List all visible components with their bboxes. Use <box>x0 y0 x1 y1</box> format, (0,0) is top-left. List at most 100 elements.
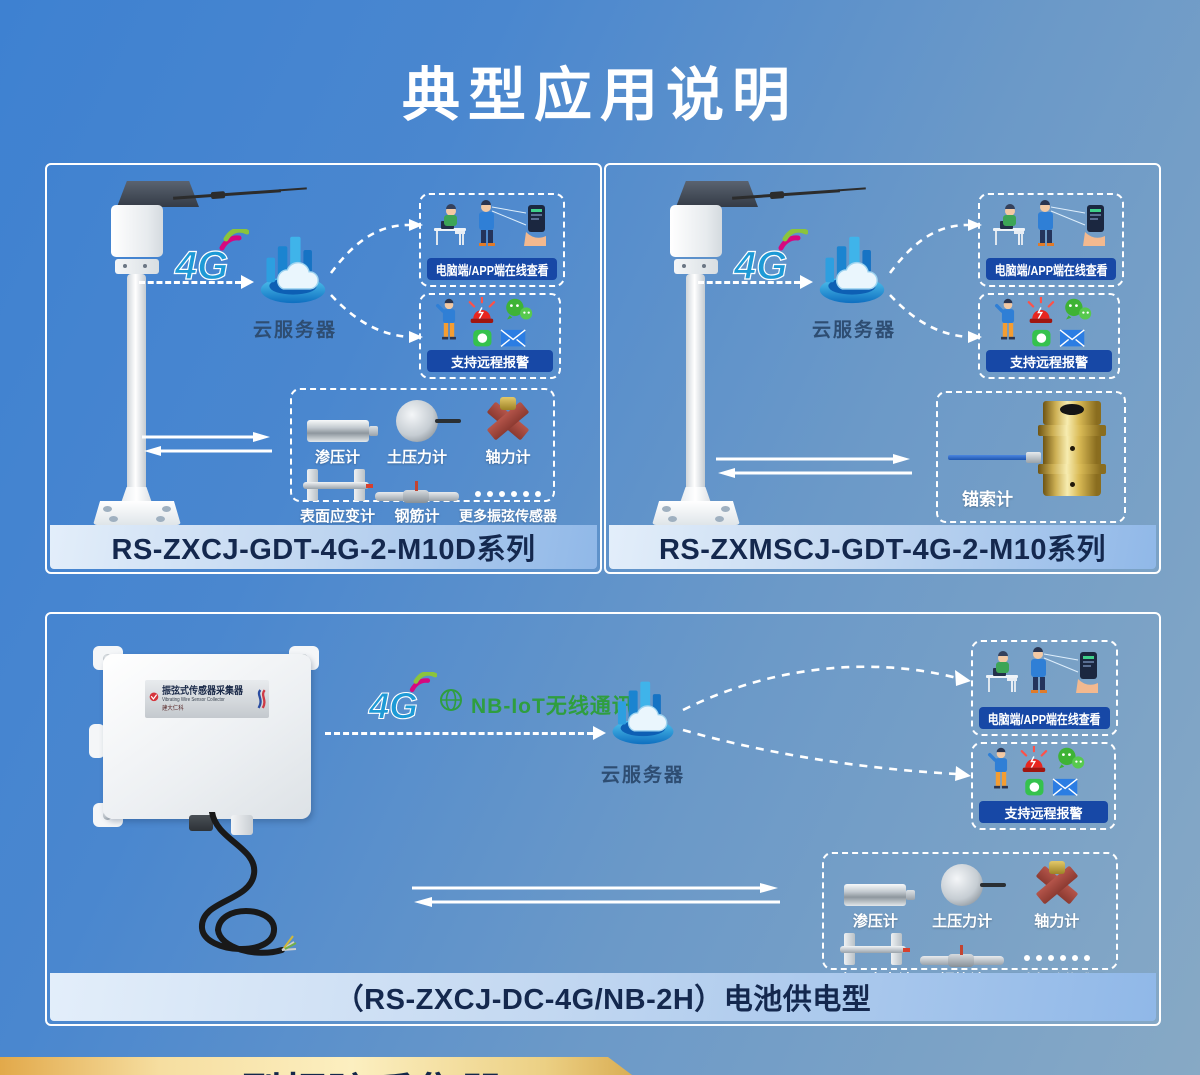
axial-force-gauge-icon <box>1033 860 1081 906</box>
label-wave-decoration <box>257 689 266 709</box>
wechat-icon <box>506 298 533 320</box>
alarm-illustration <box>995 297 1092 347</box>
alarm-light-icon <box>468 297 496 323</box>
series-label: （RS-ZXCJ-DC-4G/NB-2H）电池供电型 <box>50 973 1156 1021</box>
pc-app-label: 电脑端/APP端在线查看 <box>427 258 557 280</box>
anchor-sensor-label: 锚索计 <box>962 490 1013 509</box>
wechat-icon <box>1065 298 1092 320</box>
seepage-gauge-icon <box>306 420 378 442</box>
alarm-label: 支持远程报警 <box>986 350 1112 372</box>
pc-app-label: 电脑端/APP端在线查看 <box>986 258 1116 280</box>
alarm-box: 支持远程报警 <box>419 293 561 379</box>
dashed-arrow <box>325 732 593 735</box>
exchange-arrows <box>142 432 272 456</box>
alarm-box: 支持远程报警 <box>978 293 1120 379</box>
device-title: 振弦式传感器采集器 <box>161 685 243 697</box>
nbiot-label: NB-IoT无线通讯 <box>471 695 634 718</box>
sensor-item: 轴力计 <box>459 396 557 469</box>
people-viewing-illustration <box>986 647 1098 693</box>
section-ribbon: D型振弦采集器 <box>0 1057 632 1075</box>
strain-gauge-icon <box>302 469 373 501</box>
curved-arrows <box>329 219 423 343</box>
more-dots-icon <box>475 491 542 497</box>
strain-gauge-icon <box>840 933 911 965</box>
sensor-item: 渗压计 <box>832 860 919 933</box>
seepage-gauge-icon <box>844 884 916 906</box>
anchor-sensor-box: 锚索计 <box>936 391 1126 523</box>
mail-icon <box>1059 329 1085 347</box>
rebar-gauge-icon <box>920 945 1005 967</box>
series-label: RS-ZXMSCJ-GDT-4G-2-M10系列 <box>609 525 1156 569</box>
more-dots-icon <box>1023 955 1090 961</box>
device-head <box>111 205 163 257</box>
message-icon <box>1032 329 1051 347</box>
globe-icon <box>440 689 462 711</box>
device-subtitle: Vibrating Wire Sensor Collector <box>161 696 225 703</box>
sensor-item: 渗压计 <box>300 396 378 469</box>
dashed-arrow <box>698 281 800 284</box>
brand-logo-icon <box>149 692 159 702</box>
pc-app-box: 电脑端/APP端在线查看 <box>978 193 1124 287</box>
device-label: 振弦式传感器采集器 Vibrating Wire Sensor Collecto… <box>145 680 269 718</box>
sensor-item: 钢筋计 <box>375 469 460 528</box>
message-icon <box>473 329 492 347</box>
earth-pressure-gauge-icon <box>396 400 462 442</box>
alarm-label: 支持远程报警 <box>427 350 553 372</box>
4g-icon: 4G <box>173 229 249 287</box>
panel-battery-collector: 振弦式传感器采集器 Vibrating Wire Sensor Collecto… <box>45 612 1161 1026</box>
pole-collector-device <box>628 179 853 527</box>
base-plate <box>652 501 740 525</box>
device-head <box>670 205 722 257</box>
sensor-item: 土压力计 <box>919 860 1007 933</box>
svg-text:4G: 4G <box>174 244 228 287</box>
people-viewing-illustration <box>434 200 546 246</box>
cloud-server-label: 云服务器 <box>811 320 896 341</box>
page-title: 典型应用说明 <box>401 63 798 128</box>
4g-icon: 4G <box>732 229 808 287</box>
earth-pressure-gauge-icon <box>941 864 1007 906</box>
sensor-item: 表面应变计 <box>300 469 375 528</box>
pc-app-box: 电脑端/APP端在线查看 <box>971 640 1118 736</box>
sensor-item: 轴力计 <box>1006 860 1108 933</box>
brand-name: 建大仁科 <box>161 705 184 712</box>
cloud-server-label: 云服务器 <box>600 765 685 786</box>
svg-text:4G: 4G <box>368 685 418 726</box>
rebar-gauge-icon <box>375 481 460 503</box>
anchor-cable-gauge-icon <box>1038 401 1106 496</box>
sensor-item: 更多振弦传感器 <box>459 469 557 528</box>
cloud-server-icon <box>819 236 885 304</box>
panel-pole-4g: 4G 云服务器 <box>45 163 602 574</box>
sensors-box: 渗压计 土压力计 轴力计 表面应变计 钢筋计 更多振弦传感器 <box>822 852 1118 989</box>
base-plate <box>93 501 181 525</box>
exchange-arrows <box>412 883 780 907</box>
wechat-icon <box>1058 747 1085 769</box>
pc-app-label: 电脑端/APP端在线查看 <box>979 707 1110 729</box>
solar-panel <box>676 181 758 207</box>
cloud-server-label: 云服务器 <box>252 320 337 341</box>
mail-icon <box>1052 778 1078 796</box>
axial-force-gauge-icon <box>484 396 532 442</box>
pole-mast <box>686 274 705 496</box>
4g-icon: 4G <box>367 672 437 726</box>
alarm-illustration <box>988 746 1085 796</box>
mail-icon <box>500 329 526 347</box>
people-viewing-illustration <box>993 200 1105 246</box>
curved-arrows <box>888 219 982 343</box>
cloud-server-icon <box>612 681 674 745</box>
section-ribbon-text: D型振弦采集器 <box>208 1060 504 1075</box>
message-icon <box>1025 778 1044 796</box>
alarm-light-icon <box>1027 297 1055 323</box>
sensor-item: 土压力计 <box>375 396 462 469</box>
sensors-box: 渗压计 土压力计 轴力计 表面应变计 钢筋计 更多振弦传感器 <box>290 388 557 525</box>
svg-text:4G: 4G <box>733 244 787 287</box>
alarm-label: 支持远程报警 <box>979 801 1108 823</box>
alarm-light-icon <box>1020 746 1048 772</box>
wall-collector-device: 振弦式传感器采集器 Vibrating Wire Sensor Collecto… <box>89 646 319 835</box>
curved-arrows <box>682 665 971 781</box>
cable-gland <box>189 815 213 831</box>
sensor-cable <box>948 455 1030 460</box>
pole-collector-device <box>69 179 294 527</box>
panel-anchor-4g: 4G 云服务器 <box>604 163 1161 574</box>
alarm-box: 支持远程报警 <box>971 742 1116 830</box>
